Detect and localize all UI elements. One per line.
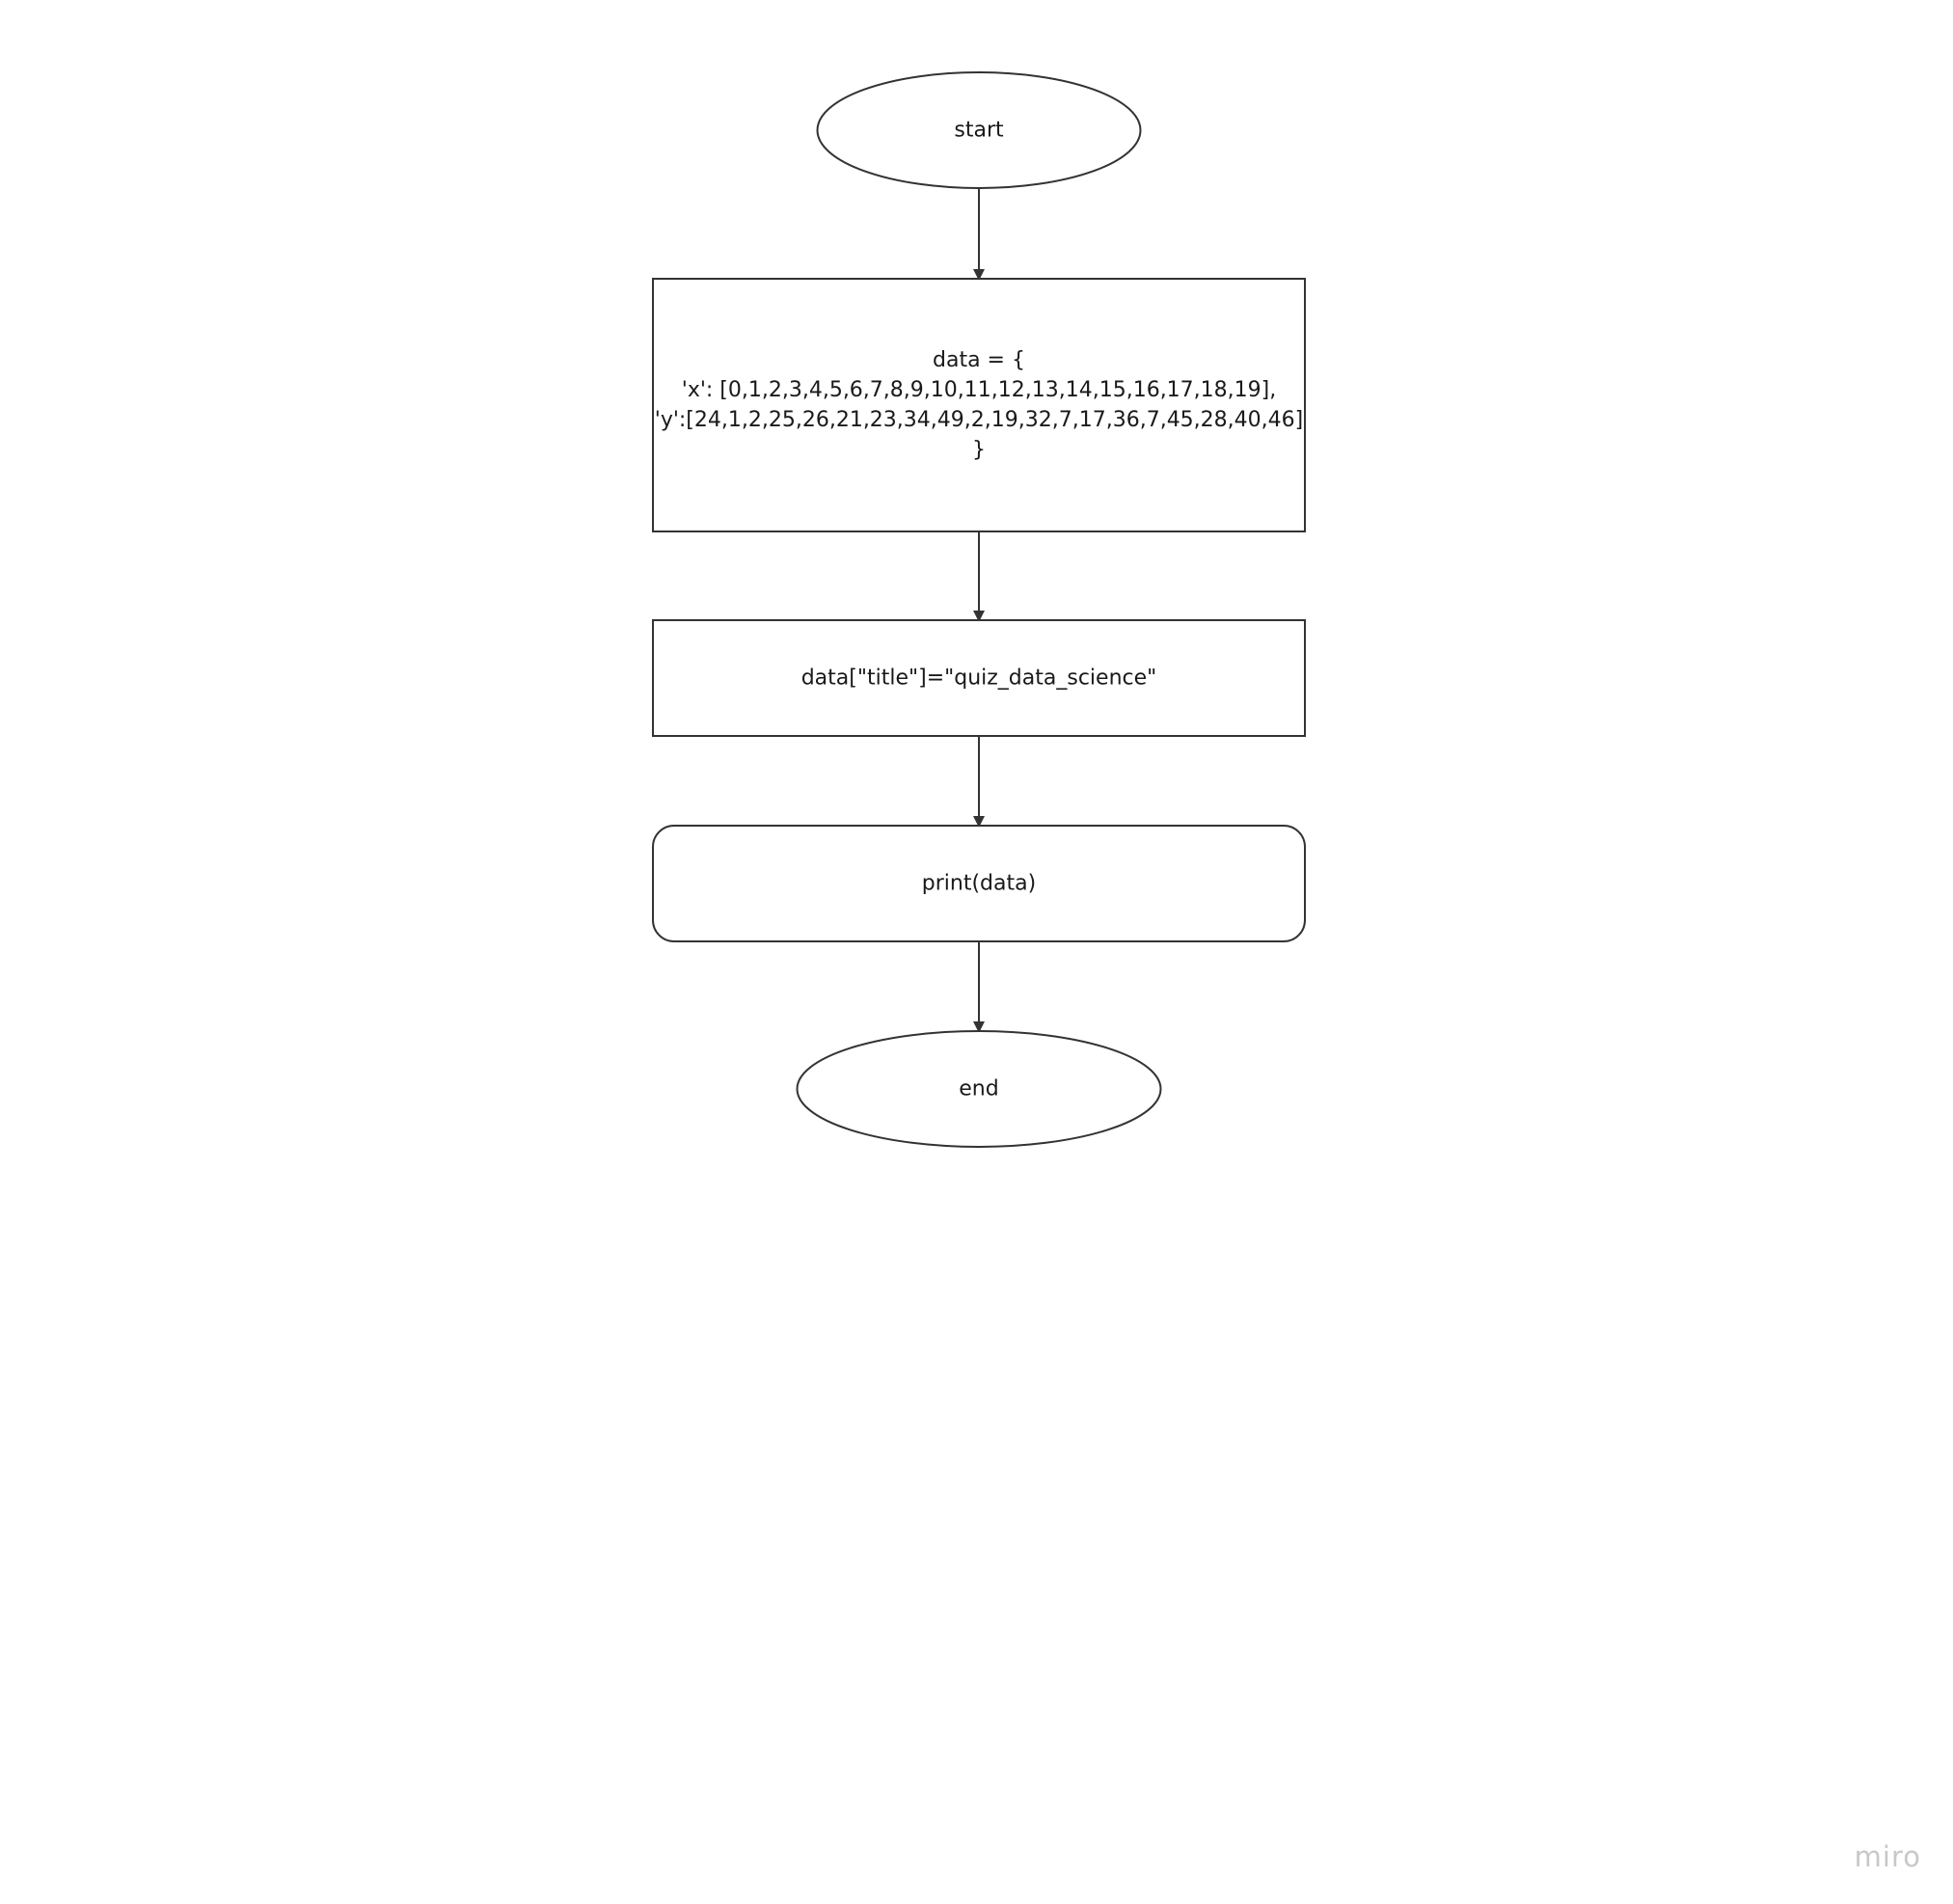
process-shape [652,278,1306,532]
node-print[interactable]: print(data) [652,825,1306,942]
node-label-line: data = { [933,348,1025,372]
node-init[interactable]: data = { 'x': [0,1,2,3,4,5,6,7,8,9,10,11,… [652,278,1306,532]
node-label-line: } [972,438,986,462]
node-label-line: 'y':[24,1,2,25,26,21,23,34,49,2,19,32,7,… [655,408,1303,432]
terminator-shape [796,1030,1162,1148]
rounded-process-shape [652,825,1306,942]
terminator-shape [816,71,1142,189]
node-label-line: data["title"]="quiz_data_science" [801,666,1157,691]
miro-watermark: miro [1854,1840,1921,1873]
process-shape [652,619,1306,737]
node-label-line: end [959,1077,998,1102]
node-end[interactable]: end [796,1030,1162,1148]
node-label-line: print(data) [922,872,1036,896]
node-label-line: start [954,119,1004,143]
node-start[interactable]: start [816,71,1142,189]
node-label-line: 'x': [0,1,2,3,4,5,6,7,8,9,10,11,12,13,14… [682,378,1276,402]
node-assign[interactable]: data["title"]="quiz_data_science" [652,619,1306,737]
